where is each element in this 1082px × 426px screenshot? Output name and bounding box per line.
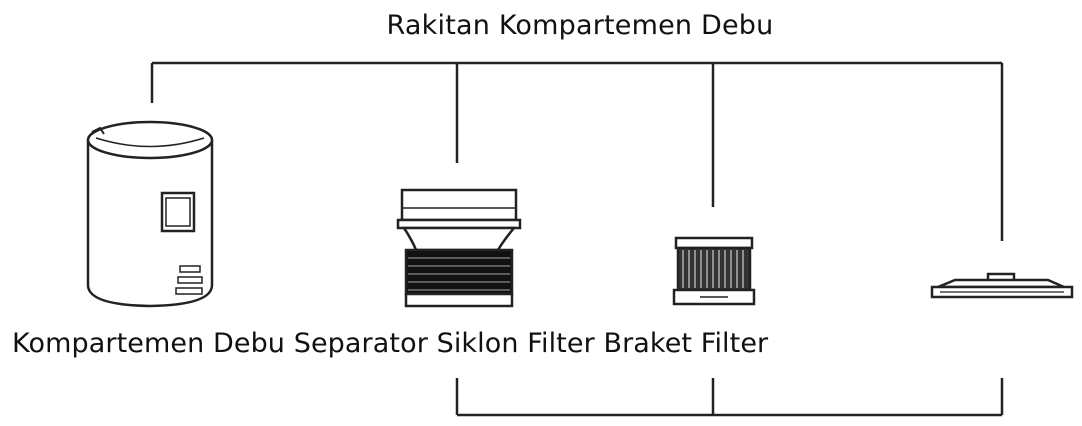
label-filter: Filter	[527, 328, 595, 359]
filter-bracket-icon	[930, 272, 1074, 299]
part-labels: Kompartemen Debu Separator Siklon Filter…	[12, 328, 768, 359]
assembly-title: Rakitan Kompartemen Debu	[386, 10, 774, 41]
label-cyclone-separator: Separator Siklon	[293, 328, 519, 359]
label-dust-compartment: Kompartemen Debu	[12, 328, 286, 359]
bottom-bracket	[455, 378, 1004, 417]
dust-compartment-icon	[86, 120, 214, 308]
top-bracket	[150, 61, 1004, 241]
cyclone-separator-icon	[396, 188, 522, 308]
label-filter-bracket: Braket Filter	[603, 328, 769, 359]
filter-icon	[672, 236, 756, 306]
